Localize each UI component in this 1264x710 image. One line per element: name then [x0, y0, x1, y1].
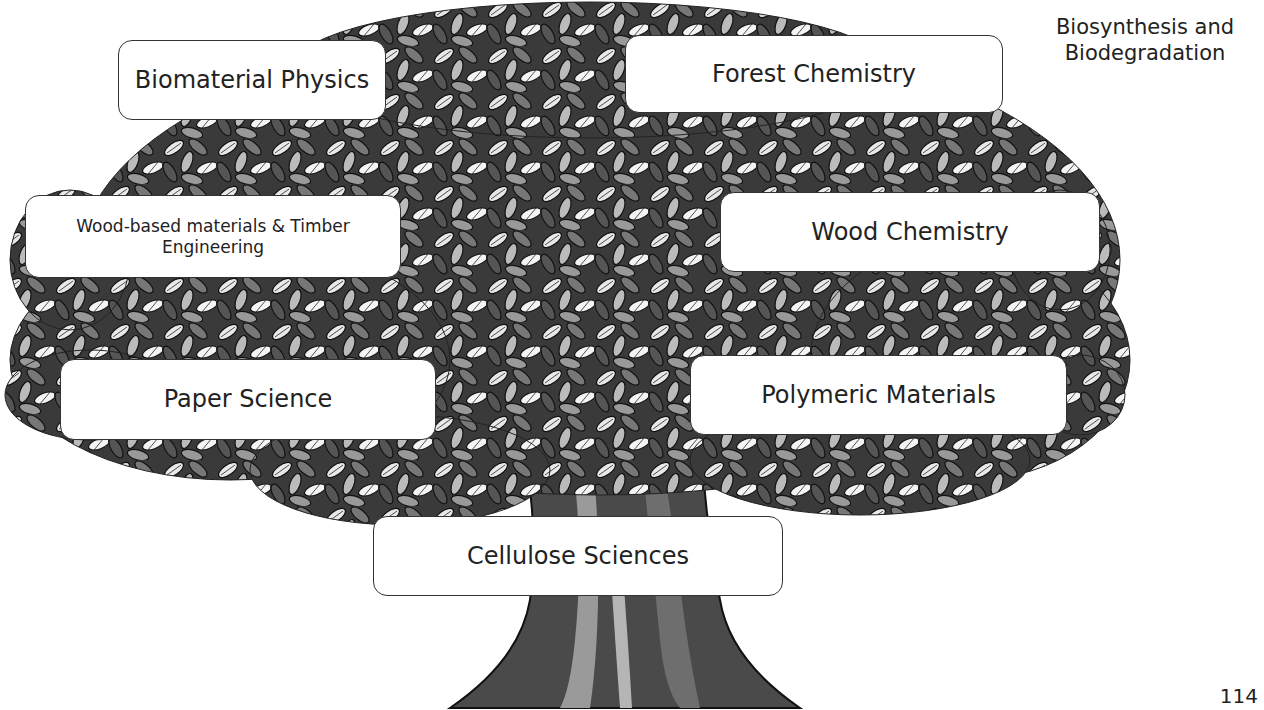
topic-box: Forest Chemistry: [625, 35, 1003, 113]
topic-text: Paper Science: [164, 385, 333, 414]
topic-box: Biomaterial Physics: [118, 40, 386, 120]
topic-box: Polymeric Materials: [690, 355, 1067, 435]
topic-text: Cellulose Sciences: [467, 542, 689, 571]
topic-text: Wood Chemistry: [811, 218, 1008, 247]
topic-box: Paper Science: [60, 359, 436, 440]
topic-text: Wood-based materials & Timber Engineerin…: [43, 216, 383, 257]
topic-box: Cellulose Sciences: [373, 516, 783, 596]
topic-box: Wood-based materials & Timber Engineerin…: [25, 195, 401, 278]
topic-text: Biomaterial Physics: [135, 66, 369, 95]
page-number: 114: [1200, 684, 1258, 709]
topic-text: Forest Chemistry: [712, 60, 916, 89]
topic-box: Wood Chemistry: [720, 192, 1100, 272]
topic-text: Polymeric Materials: [761, 381, 996, 410]
side-note: Biosynthesis and Biodegradation: [1052, 14, 1238, 67]
